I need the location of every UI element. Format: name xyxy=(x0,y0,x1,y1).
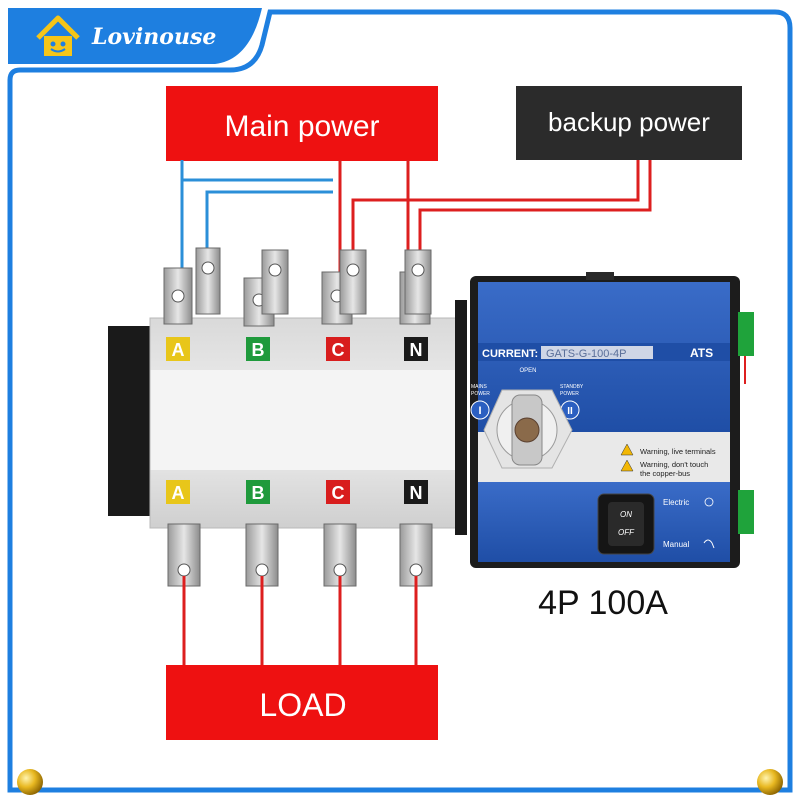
motor-icon xyxy=(704,497,714,507)
open-label: OPEN xyxy=(519,368,536,374)
on-off-switch[interactable]: ON OFF xyxy=(597,493,655,555)
current-label: CURRENT: xyxy=(482,348,538,360)
warning-copper-bus: Warning, don't touch the copper-bus xyxy=(620,459,708,478)
outer-frame xyxy=(7,9,793,793)
electric-label: Electric xyxy=(663,498,689,507)
pole-b-bottom-badge xyxy=(246,480,270,504)
brand-badge: Lovinouse xyxy=(8,8,262,64)
position-2-marker: II xyxy=(567,406,573,417)
load-wires xyxy=(182,576,418,665)
main-power-label: Main power xyxy=(166,86,438,161)
pole-n-bottom-label: N xyxy=(410,483,423,503)
ats-badge: ATS xyxy=(690,346,713,360)
manual-label: Manual xyxy=(663,540,689,549)
backup-power-label: backup power xyxy=(516,86,742,160)
on-label: ON xyxy=(620,510,632,519)
pole-c-top-badge xyxy=(326,337,350,361)
model-number: GATS-G-100-4P xyxy=(546,348,627,360)
rating-label: 4P 100A xyxy=(538,584,668,622)
pole-b-bottom-label: B xyxy=(252,483,265,503)
brand-name: Lovinouse xyxy=(91,24,216,50)
mains-power-label-2: POWER xyxy=(471,391,490,397)
pole-n-top-label: N xyxy=(410,340,423,360)
pole-c-top-label: C xyxy=(332,340,345,360)
load-label: LOAD xyxy=(166,665,438,740)
pole-labels-top: A B C N xyxy=(166,337,428,361)
top-terminals xyxy=(163,247,432,327)
ats-controller: CURRENT: GATS-G-100-4P ATS OPEN MAINS PO… xyxy=(470,272,754,568)
red-wires xyxy=(338,160,652,290)
svg-text:the copper-bus: the copper-bus xyxy=(640,469,690,478)
load-text: LOAD xyxy=(259,687,346,723)
house-logo-icon xyxy=(36,15,80,56)
pole-c-bottom-label: C xyxy=(332,483,345,503)
pole-b-top-badge xyxy=(246,337,270,361)
backup-power-text: backup power xyxy=(548,107,710,137)
bottom-terminals xyxy=(167,523,433,587)
pole-n-bottom-badge xyxy=(404,480,428,504)
pole-c-bottom-badge xyxy=(326,480,350,504)
pole-a-bottom-badge xyxy=(166,480,190,504)
position-1-marker: I xyxy=(478,405,481,417)
terminal-connector-bottom xyxy=(738,490,754,534)
pole-b-top-label: B xyxy=(252,340,265,360)
corner-ornament-left xyxy=(17,769,43,795)
hand-icon xyxy=(703,539,715,549)
svg-text:Warning, don't touch: Warning, don't touch xyxy=(640,460,708,469)
pole-labels-bottom: A B C N xyxy=(166,480,428,504)
rotary-selector[interactable]: I II xyxy=(470,389,580,469)
corner-ornament-right xyxy=(757,769,783,795)
pole-a-top-badge xyxy=(166,337,190,361)
standby-power-label-1: STANDBY xyxy=(560,384,584,390)
pole-a-bottom-label: A xyxy=(172,483,185,503)
standby-power-label-2: POWER xyxy=(560,391,579,397)
mains-power-label-1: MAINS xyxy=(471,384,488,390)
svg-text:Warning, live terminals: Warning, live terminals xyxy=(640,447,716,456)
pole-a-top-label: A xyxy=(172,340,185,360)
terminal-connector-top xyxy=(738,312,754,356)
main-power-text: Main power xyxy=(224,110,379,143)
pole-n-top-badge xyxy=(404,337,428,361)
off-label: OFF xyxy=(618,528,635,537)
warning-live-terminals: Warning, live terminals xyxy=(620,443,716,456)
